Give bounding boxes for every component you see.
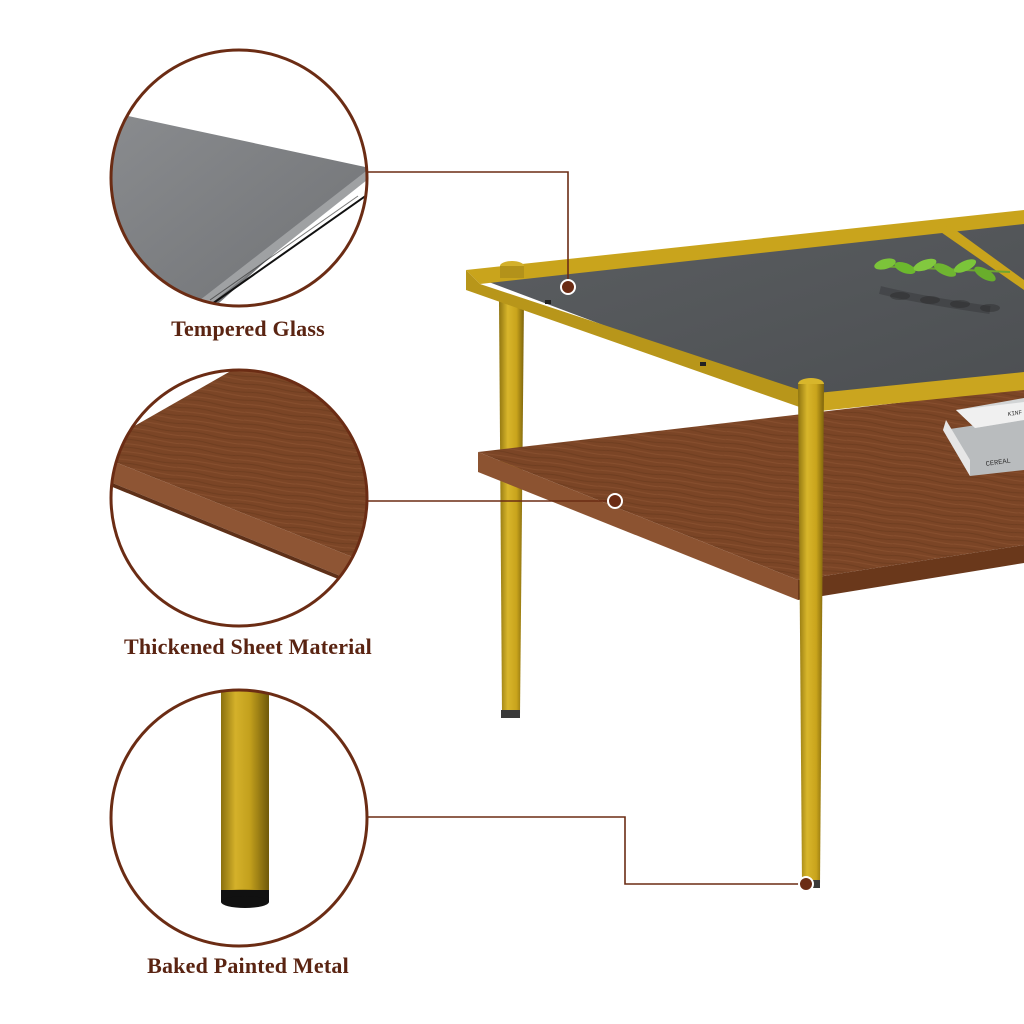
- callout-lines: [368, 171, 806, 885]
- gold-frame-front: [808, 372, 1024, 412]
- gold-frame-back: [466, 210, 1024, 284]
- detail-circle-border: [109, 48, 369, 308]
- glass-edge-icon: [109, 48, 369, 308]
- callout-dot-glass: [560, 279, 576, 295]
- feature-label-thickened-sheet: Thickened Sheet Material: [124, 634, 372, 659]
- feature-label-baked-metal: Baked Painted Metal: [147, 953, 349, 978]
- callout-dot-wood: [607, 493, 623, 509]
- books-stack: CEREAL KINF: [943, 398, 1024, 476]
- detail-circle-border: [109, 368, 369, 628]
- back-left-foot-cap: [501, 710, 520, 718]
- wood-board-icon: [109, 368, 369, 628]
- wood-shelf-right-edge: [798, 545, 1024, 600]
- callout-line-metal: [368, 816, 806, 885]
- callout-line-glass: [368, 171, 569, 286]
- coffee-table: CEREAL KINF: [466, 210, 1024, 888]
- callout-dot-metal: [798, 876, 814, 892]
- glass-clip: [700, 362, 706, 366]
- plant-decoration: [874, 258, 1011, 312]
- detail-circle-border: [109, 688, 369, 948]
- book-cover-text-1: CEREAL: [985, 458, 1011, 469]
- glass-reflection: [879, 286, 991, 314]
- glass-clip: [545, 300, 551, 304]
- back-left-leg: [499, 300, 524, 715]
- feature-label-tempered-glass: Tempered Glass: [171, 316, 325, 341]
- book-cover-text-2: KINF: [1007, 409, 1023, 418]
- gold-frame-left: [466, 270, 812, 410]
- wood-shelf-front-edge: [478, 452, 798, 600]
- wood-shelf-top: [478, 388, 1024, 580]
- metal-leg-icon: [109, 688, 369, 948]
- gold-frame-divider: [935, 226, 1024, 290]
- front-right-leg: [798, 384, 824, 885]
